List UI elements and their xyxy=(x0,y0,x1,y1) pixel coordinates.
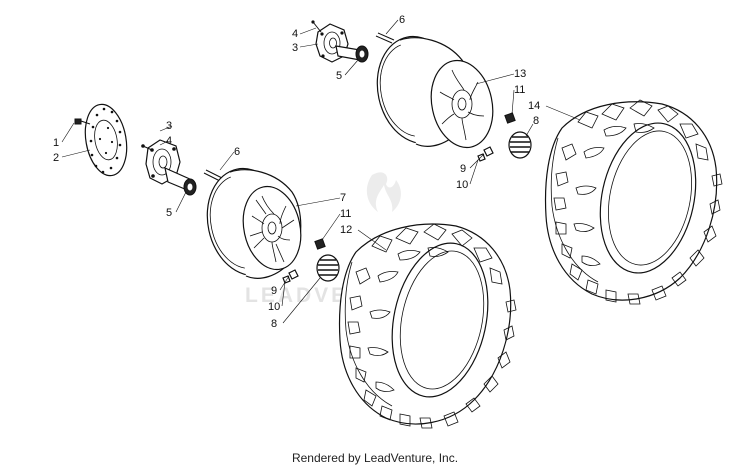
lug-nut-9-left xyxy=(288,269,299,280)
callout-8: 8 xyxy=(271,318,277,330)
callout-5-upper: 5 xyxy=(336,70,342,82)
lug-nut-10-right xyxy=(477,153,486,162)
rim-right xyxy=(376,35,494,149)
callout-11-upper: 11 xyxy=(514,84,525,96)
callout-12: 12 xyxy=(340,224,352,236)
callout-3: 4 xyxy=(166,135,172,147)
callout-14: 14 xyxy=(528,100,540,112)
hub-right xyxy=(315,23,361,63)
callout-3-upper: 3 xyxy=(292,42,298,54)
callout-10: 10 xyxy=(268,301,280,313)
callout-10-upper: 10 xyxy=(456,179,468,191)
bearing-right xyxy=(355,45,369,63)
callout-11: 11 xyxy=(340,208,351,220)
center-cap-right xyxy=(508,131,532,159)
cotter-pin-left xyxy=(203,169,223,182)
tire-left xyxy=(338,223,517,429)
bolt-left xyxy=(74,118,91,125)
callout-8-upper: 8 xyxy=(533,115,539,127)
callout-2: 2 xyxy=(53,152,59,164)
hub-stud-right xyxy=(311,20,322,33)
callout-5: 5 xyxy=(166,207,172,219)
center-cap-left xyxy=(316,254,340,282)
valve-stem-right xyxy=(504,112,516,124)
bearing-left xyxy=(183,178,197,196)
callout-4-upper: 4 xyxy=(292,28,298,40)
callouts: 1 2 3 4 5 6 7 11 12 9 10 8 4 3 6 5 13 11… xyxy=(53,14,540,330)
callout-13: 13 xyxy=(514,68,526,80)
callout-4: 3 xyxy=(166,120,172,132)
hub-stud-left xyxy=(141,144,153,151)
brake-disc-left xyxy=(84,103,128,177)
callout-1: 1 xyxy=(53,137,59,149)
rim-left xyxy=(206,167,302,279)
valve-stem-left xyxy=(314,238,326,250)
tire-right xyxy=(544,99,723,305)
callout-9-upper: 9 xyxy=(460,163,466,175)
callout-6: 6 xyxy=(234,146,240,158)
footer-credit: Rendered by LeadVenture, Inc. xyxy=(292,451,458,465)
leader-lines xyxy=(61,19,581,324)
callout-7: 7 xyxy=(340,192,346,204)
lug-nut-9-right xyxy=(483,146,494,157)
callout-9: 9 xyxy=(271,285,277,297)
callout-6-upper: 6 xyxy=(399,14,405,26)
cotter-pin-right xyxy=(375,32,395,44)
